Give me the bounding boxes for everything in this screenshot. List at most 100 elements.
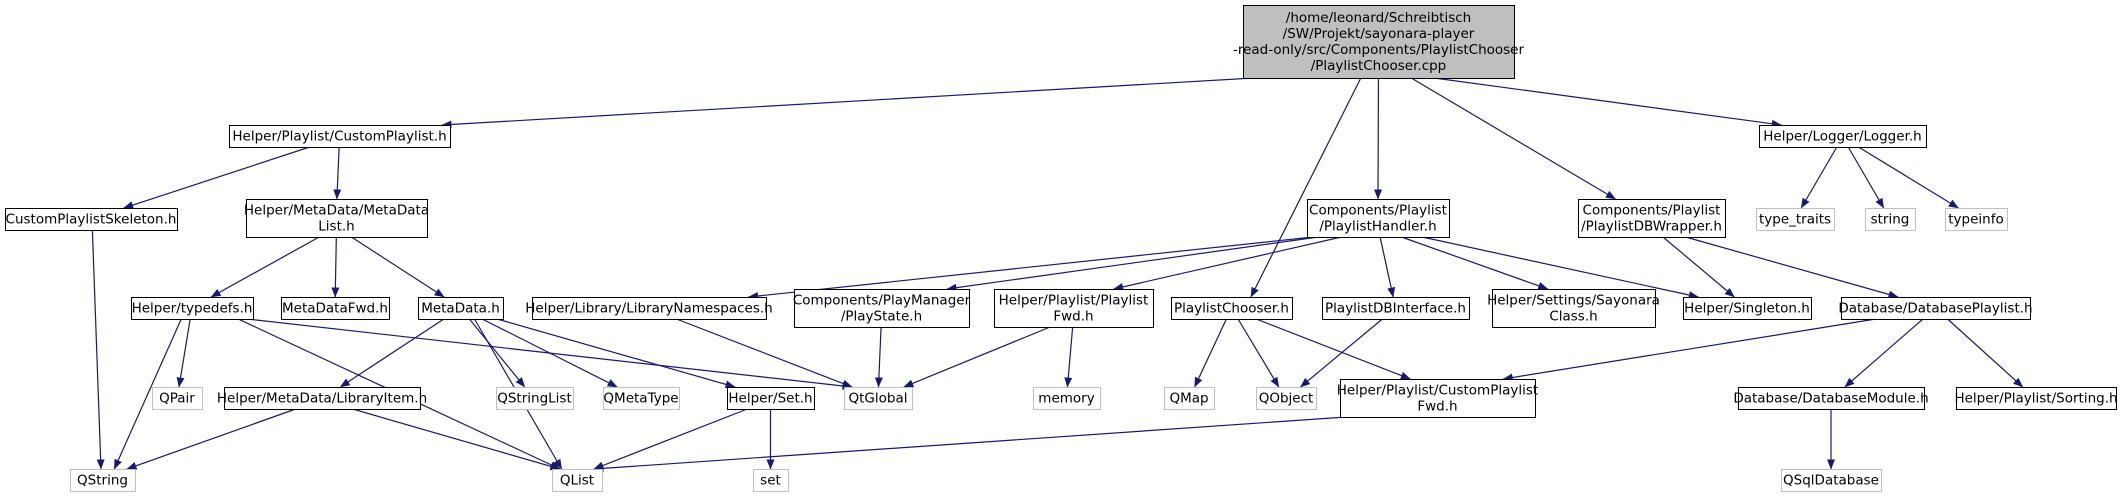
node-custom-playlist-skeleton-h[interactable]: CustomPlaylistSkeleton.h xyxy=(5,208,178,231)
node-set-h[interactable]: Helper/Set.h xyxy=(727,387,815,410)
edge-metadata-h-to-qmetatype xyxy=(481,318,618,388)
node-box xyxy=(794,289,970,328)
node-typedefs-h[interactable]: Helper/typedefs.h xyxy=(131,297,254,320)
node-label-line: Helper/typedefs.h xyxy=(132,301,253,317)
node-label-line: /home/leonard/Schreibtisch xyxy=(1286,10,1471,26)
node-typeinfo[interactable]: typeinfo xyxy=(1945,208,2008,231)
edge-components-playlist-handler-h-to-playlist-fwd-h xyxy=(1113,236,1342,291)
node-qtglobal[interactable]: QtGlobal xyxy=(844,387,913,410)
node-box xyxy=(1322,297,1470,320)
node-database-module-h[interactable]: Database/DatabaseModule.h xyxy=(1733,387,1929,410)
edge-library-namespaces-h-to-qtglobal xyxy=(676,318,853,388)
node-qmetatype[interactable]: QMetaType xyxy=(603,387,680,410)
node-label-line: type_traits xyxy=(1759,212,1831,228)
edge-metadata-list-h-to-metadata-fwd-h xyxy=(331,236,340,298)
node-sorting-h[interactable]: Helper/Playlist/Sorting.h xyxy=(1954,387,2118,410)
node-label-line: QMap xyxy=(1169,391,1208,407)
node-metadata-fwd-h[interactable]: MetaDataFwd.h xyxy=(281,297,390,320)
node-label-line: /SW/Projekt/sayonara-player xyxy=(1283,26,1475,42)
node-box xyxy=(1781,469,1882,492)
node-string[interactable]: string xyxy=(1865,208,1916,231)
node-type-traits[interactable]: type_traits xyxy=(1756,208,1835,231)
node-label-line: QStringList xyxy=(497,391,572,407)
node-library-namespaces-h[interactable]: Helper/Library/LibraryNamespaces.h xyxy=(525,297,773,320)
edge-playlist-chooser-h-to-qobject xyxy=(1237,318,1280,388)
node-database-playlist-h[interactable]: Database/DatabasePlaylist.h xyxy=(1838,297,2033,320)
node-components-playlist-dbwrapper-h[interactable]: Components/Playlist/PlaylistDBWrapper.h xyxy=(1578,199,1726,238)
edge-metadata-h-to-set-h xyxy=(496,318,736,389)
node-qobject[interactable]: QObject xyxy=(1256,387,1317,410)
node-custom-playlist-h[interactable]: Helper/Playlist/CustomPlaylist.h xyxy=(229,125,451,148)
node-box xyxy=(844,387,913,410)
node-label-line: QList xyxy=(560,473,594,489)
node-qlist[interactable]: QList xyxy=(552,469,603,492)
node-label-line: Fwd.h xyxy=(1053,309,1093,325)
node-label-line: Helper/Playlist/Sorting.h xyxy=(1954,391,2117,407)
node-label-line: Helper/Library/LibraryNamespaces.h xyxy=(525,301,772,317)
edge-playlist-chooser-h-to-custom-playlist-fwd-h xyxy=(1256,318,1411,380)
node-label-line: Components/Playlist xyxy=(1583,203,1721,219)
edge-database-playlist-h-to-database-module-h xyxy=(1844,318,1924,388)
node-qstring[interactable]: QString xyxy=(70,469,136,492)
edge-components-playlist-handler-h-to-singleton-h xyxy=(1422,236,1699,299)
edge-components-playlist-handler-h-to-library-namespaces-h xyxy=(748,236,1314,300)
node-metadata-h[interactable]: MetaData.h xyxy=(418,297,504,320)
node-label-line: Helper/Singleton.h xyxy=(1684,301,1810,317)
node-play-state-h[interactable]: Components/PlayManager/PlayState.h xyxy=(793,289,971,328)
node-logger-h[interactable]: Helper/Logger/Logger.h xyxy=(1759,125,1927,148)
node-components-playlist-handler-h[interactable]: Components/Playlist/PlaylistHandler.h xyxy=(1307,199,1450,238)
node-playlist-db-interface-h[interactable]: PlaylistDBInterface.h xyxy=(1322,297,1470,320)
node-qstringlist[interactable]: QStringList xyxy=(496,387,574,410)
edge-library-item-h-to-qstring xyxy=(126,408,296,470)
node-box xyxy=(532,297,767,320)
node-box xyxy=(753,469,789,492)
edge-custom-playlist-h-to-custom-playlist-skeleton-h xyxy=(123,146,310,209)
edge-root-to-logger-h xyxy=(1434,77,1782,128)
node-label-line: Database/DatabasePlaylist.h xyxy=(1838,301,2032,317)
node-playlist-chooser-h[interactable]: PlaylistChooser.h xyxy=(1171,297,1293,320)
node-qmap[interactable]: QMap xyxy=(1164,387,1215,410)
edge-library-item-h-to-qlist xyxy=(352,408,561,471)
node-label-line: QString xyxy=(77,473,128,489)
edge-set-h-to-qlist xyxy=(593,408,748,470)
node-label-line: -read-only/src/Components/PlaylistChoose… xyxy=(1233,42,1525,58)
node-label-line: QSqlDatabase xyxy=(1783,473,1879,489)
node-box xyxy=(1033,387,1101,410)
node-qsqldatabase[interactable]: QSqlDatabase xyxy=(1781,469,1882,492)
node-label-line: Helper/Logger/Logger.h xyxy=(1763,129,1921,145)
node-box xyxy=(1759,125,1927,148)
node-label-line: List.h xyxy=(318,219,354,235)
node-label-line: PlaylistChooser.h xyxy=(1174,301,1289,317)
node-box xyxy=(552,469,603,492)
node-label-line: CustomPlaylistSkeleton.h xyxy=(6,212,177,228)
node-label-line: Helper/Set.h xyxy=(728,391,812,407)
node-library-item-h[interactable]: Helper/MetaData/LibraryItem.h xyxy=(217,387,427,410)
node-label-line: Class.h xyxy=(1549,309,1597,325)
node-qpair[interactable]: QPair xyxy=(152,387,203,410)
edge-playlist-chooser-h-to-qmap xyxy=(1194,318,1227,388)
edge-root-to-playlist-chooser-h xyxy=(1250,77,1362,298)
node-box xyxy=(1756,208,1835,231)
node-label-line: QPair xyxy=(159,391,195,407)
edge-metadata-h-to-qstringlist xyxy=(468,318,526,388)
node-set[interactable]: set xyxy=(753,469,789,492)
node-box xyxy=(131,297,254,320)
node-box xyxy=(229,125,451,148)
node-label-line: Helper/Playlist/CustomPlaylist.h xyxy=(232,129,446,145)
node-box xyxy=(70,469,136,492)
node-box xyxy=(1243,5,1515,79)
node-singleton-h[interactable]: Helper/Singleton.h xyxy=(1683,297,1812,320)
edge-logger-h-to-type-traits xyxy=(1800,146,1838,209)
edge-playlist-fwd-h-to-qtglobal xyxy=(903,326,1051,388)
node-memory[interactable]: memory xyxy=(1033,387,1101,410)
node-box xyxy=(1865,208,1916,231)
node-label-line: Database/DatabaseModule.h xyxy=(1733,391,1928,407)
node-box xyxy=(1256,387,1317,410)
node-label-line: PlaylistDBInterface.h xyxy=(1325,301,1466,317)
edge-components-playlist-handler-h-to-play-state-h xyxy=(946,236,1319,292)
node-label-line: Helper/Settings/Sayonara xyxy=(1487,293,1660,309)
